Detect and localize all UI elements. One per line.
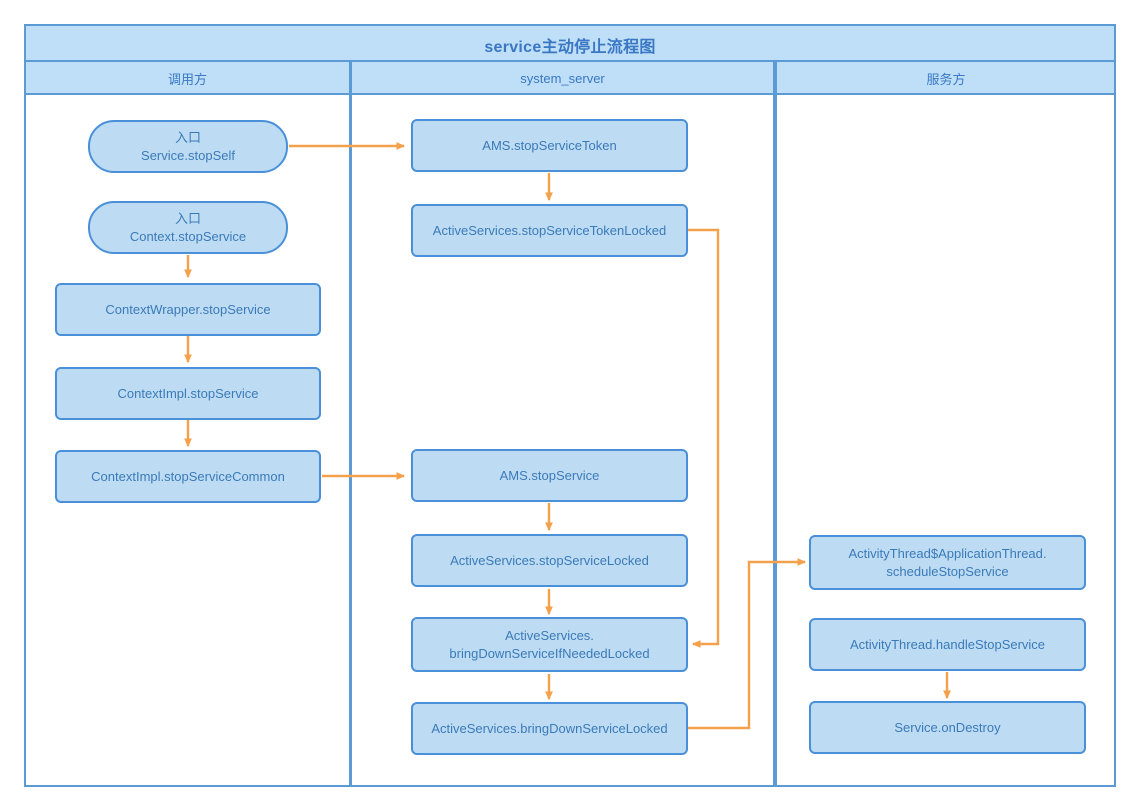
node-contextwrapper-stopservice[interactable]: ContextWrapper.stopService [55, 283, 321, 336]
node-activeservices-stopservicetokenlocked[interactable]: ActiveServices.stopServiceTokenLocked [411, 204, 688, 257]
node-line-1: 入口 [174, 129, 201, 145]
node-activeservices-stopservicelocked[interactable]: ActiveServices.stopServiceLocked [411, 534, 688, 587]
node-activeservices-bringdownserviceifneededlocked[interactable]: ActiveServices. bringDownServiceIfNeeded… [411, 617, 688, 672]
column-header-caller: 调用方 [167, 72, 207, 87]
node-line-2: Service.stopSelf [141, 147, 235, 163]
node-label: ContextImpl.stopServiceCommon [91, 468, 285, 484]
column-header-system-server: system_server [520, 71, 605, 86]
node-line-1: 入口 [174, 210, 201, 226]
node-line-2: Context.stopService [129, 228, 247, 244]
node-ams-stopservicetoken[interactable]: AMS.stopServiceToken [411, 119, 688, 172]
column-header-band [24, 62, 1116, 95]
node-line-1: ActivityThread$ApplicationThread. [848, 545, 1047, 561]
node-label: Service.onDestroy [894, 719, 1001, 735]
node-label: ActiveServices.bringDownServiceLocked [431, 720, 668, 736]
node-label: AMS.stopServiceToken [482, 137, 617, 153]
node-label: AMS.stopService [499, 467, 600, 483]
node-contextimpl-stopservicecommon[interactable]: ContextImpl.stopServiceCommon [55, 450, 321, 503]
node-line-2: bringDownServiceIfNeededLocked [449, 645, 650, 661]
diagram-frame [24, 24, 1116, 787]
node-label: ContextWrapper.stopService [105, 301, 271, 317]
node-ams-stopservice[interactable]: AMS.stopService [411, 449, 688, 502]
node-line-1: ActiveServices. [505, 627, 594, 643]
lane-divider-caller-systemserver [349, 62, 352, 787]
node-activitythread-schedulestopservice[interactable]: ActivityThread$ApplicationThread. schedu… [809, 535, 1086, 590]
node-line-2: scheduleStopService [886, 563, 1009, 579]
node-label: ActiveServices.stopServiceTokenLocked [432, 222, 667, 238]
node-label: ContextImpl.stopService [117, 385, 259, 401]
node-service-ondestroy[interactable]: Service.onDestroy [809, 701, 1086, 754]
node-service-stopself[interactable]: 入口 Service.stopSelf [88, 120, 288, 173]
column-header-service: 服务方 [926, 72, 966, 87]
node-label: ActivityThread.handleStopService [849, 636, 1046, 652]
title-band: service主动停止流程图 [24, 24, 1116, 62]
node-activitythread-handlestopservice[interactable]: ActivityThread.handleStopService [809, 618, 1086, 671]
node-activeservices-bringdownservicelocked[interactable]: ActiveServices.bringDownServiceLocked [411, 702, 688, 755]
node-label: ActiveServices.stopServiceLocked [450, 552, 649, 568]
lane-divider-systemserver-service [773, 62, 777, 787]
node-contextimpl-stopservice[interactable]: ContextImpl.stopService [55, 367, 321, 420]
node-context-stopservice[interactable]: 入口 Context.stopService [88, 201, 288, 254]
diagram-title: service主动停止流程图 [484, 39, 656, 56]
